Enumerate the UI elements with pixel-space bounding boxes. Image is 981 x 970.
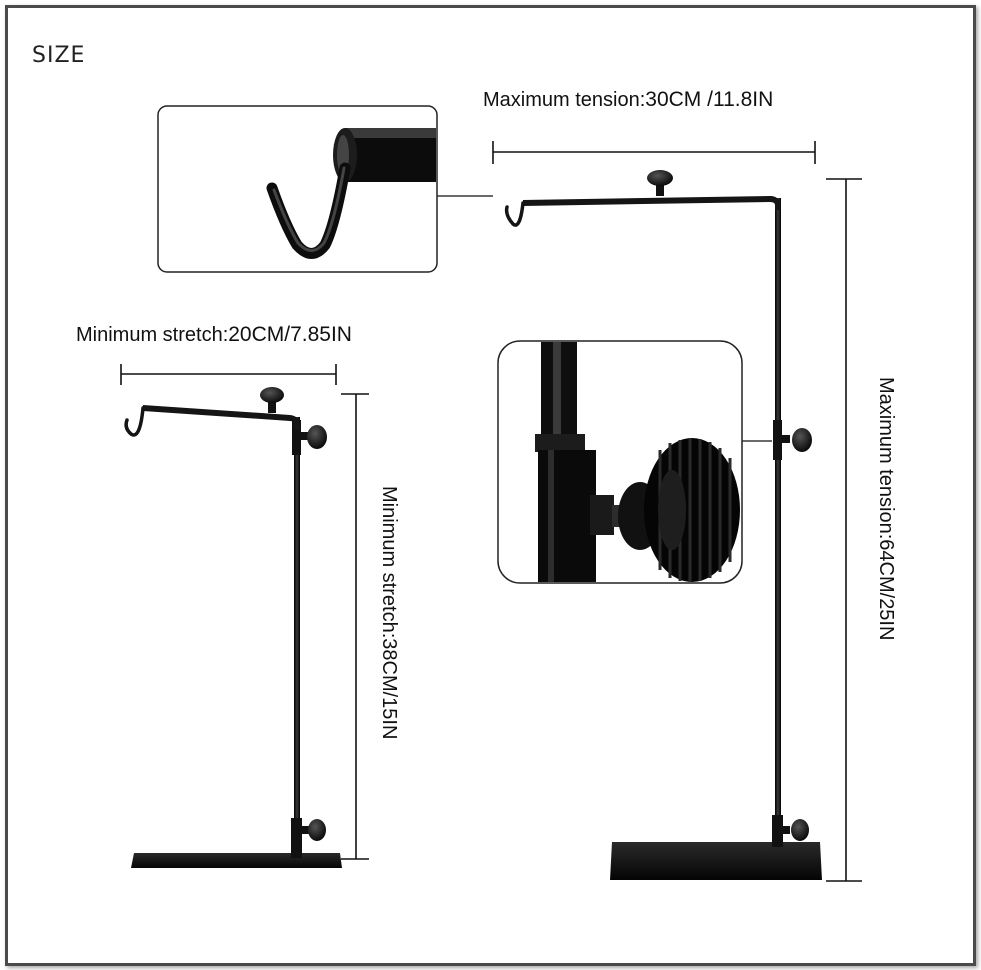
large-stand-top-knob-icon (647, 170, 673, 196)
small-stand (124, 387, 342, 868)
small-stand-upper-sleeve (292, 420, 301, 455)
large-stand-mid-sleeve (773, 420, 782, 460)
small-stand-top-knob-icon (260, 387, 284, 413)
knob-closeup-inset (497, 340, 743, 584)
small-stand-hook (124, 406, 145, 437)
small-stand-side-knob-icon (301, 425, 327, 449)
small-stand-pole (294, 417, 300, 857)
small-stand-lower-knob-icon (302, 819, 326, 841)
small-stand-base (131, 853, 342, 868)
small-horizontal-dimension-line (120, 364, 337, 385)
small-stand-lower-sleeve (291, 818, 302, 858)
large-stand-arm (523, 196, 780, 210)
small-horizontal-label: Minimum stretch: (76, 324, 229, 346)
large-stand-base (610, 842, 822, 880)
large-stand-hook (504, 201, 525, 227)
large-horizontal-dimension-line (492, 141, 816, 164)
small-vertical-dimension-line (341, 393, 369, 860)
large-stand-lower-knob-icon (783, 819, 809, 841)
large-vertical-dimension-line (826, 178, 862, 882)
large-horizontal-dimension-label: Maximum tension:30CM /11.8IN (483, 88, 773, 112)
size-title: SIZE (32, 43, 86, 68)
large-stand-mid-knob-icon (782, 428, 812, 452)
small-stand-arm (143, 405, 300, 430)
small-horizontal-dimension-label: Minimum stretch:20CM/7.85IN (76, 323, 352, 347)
hook-closeup-inset (157, 105, 438, 273)
knob-closeup-icon (535, 342, 740, 582)
large-stand-pole (775, 198, 781, 846)
small-horizontal-value: 20CM/7.85IN (228, 323, 352, 346)
large-horizontal-label: Maximum tension: (483, 89, 646, 111)
large-stand (437, 170, 822, 880)
large-horizontal-value: 30CM /11.8IN (645, 88, 774, 111)
hook-closeup-icon (266, 128, 436, 259)
large-stand-lower-sleeve (772, 815, 783, 847)
